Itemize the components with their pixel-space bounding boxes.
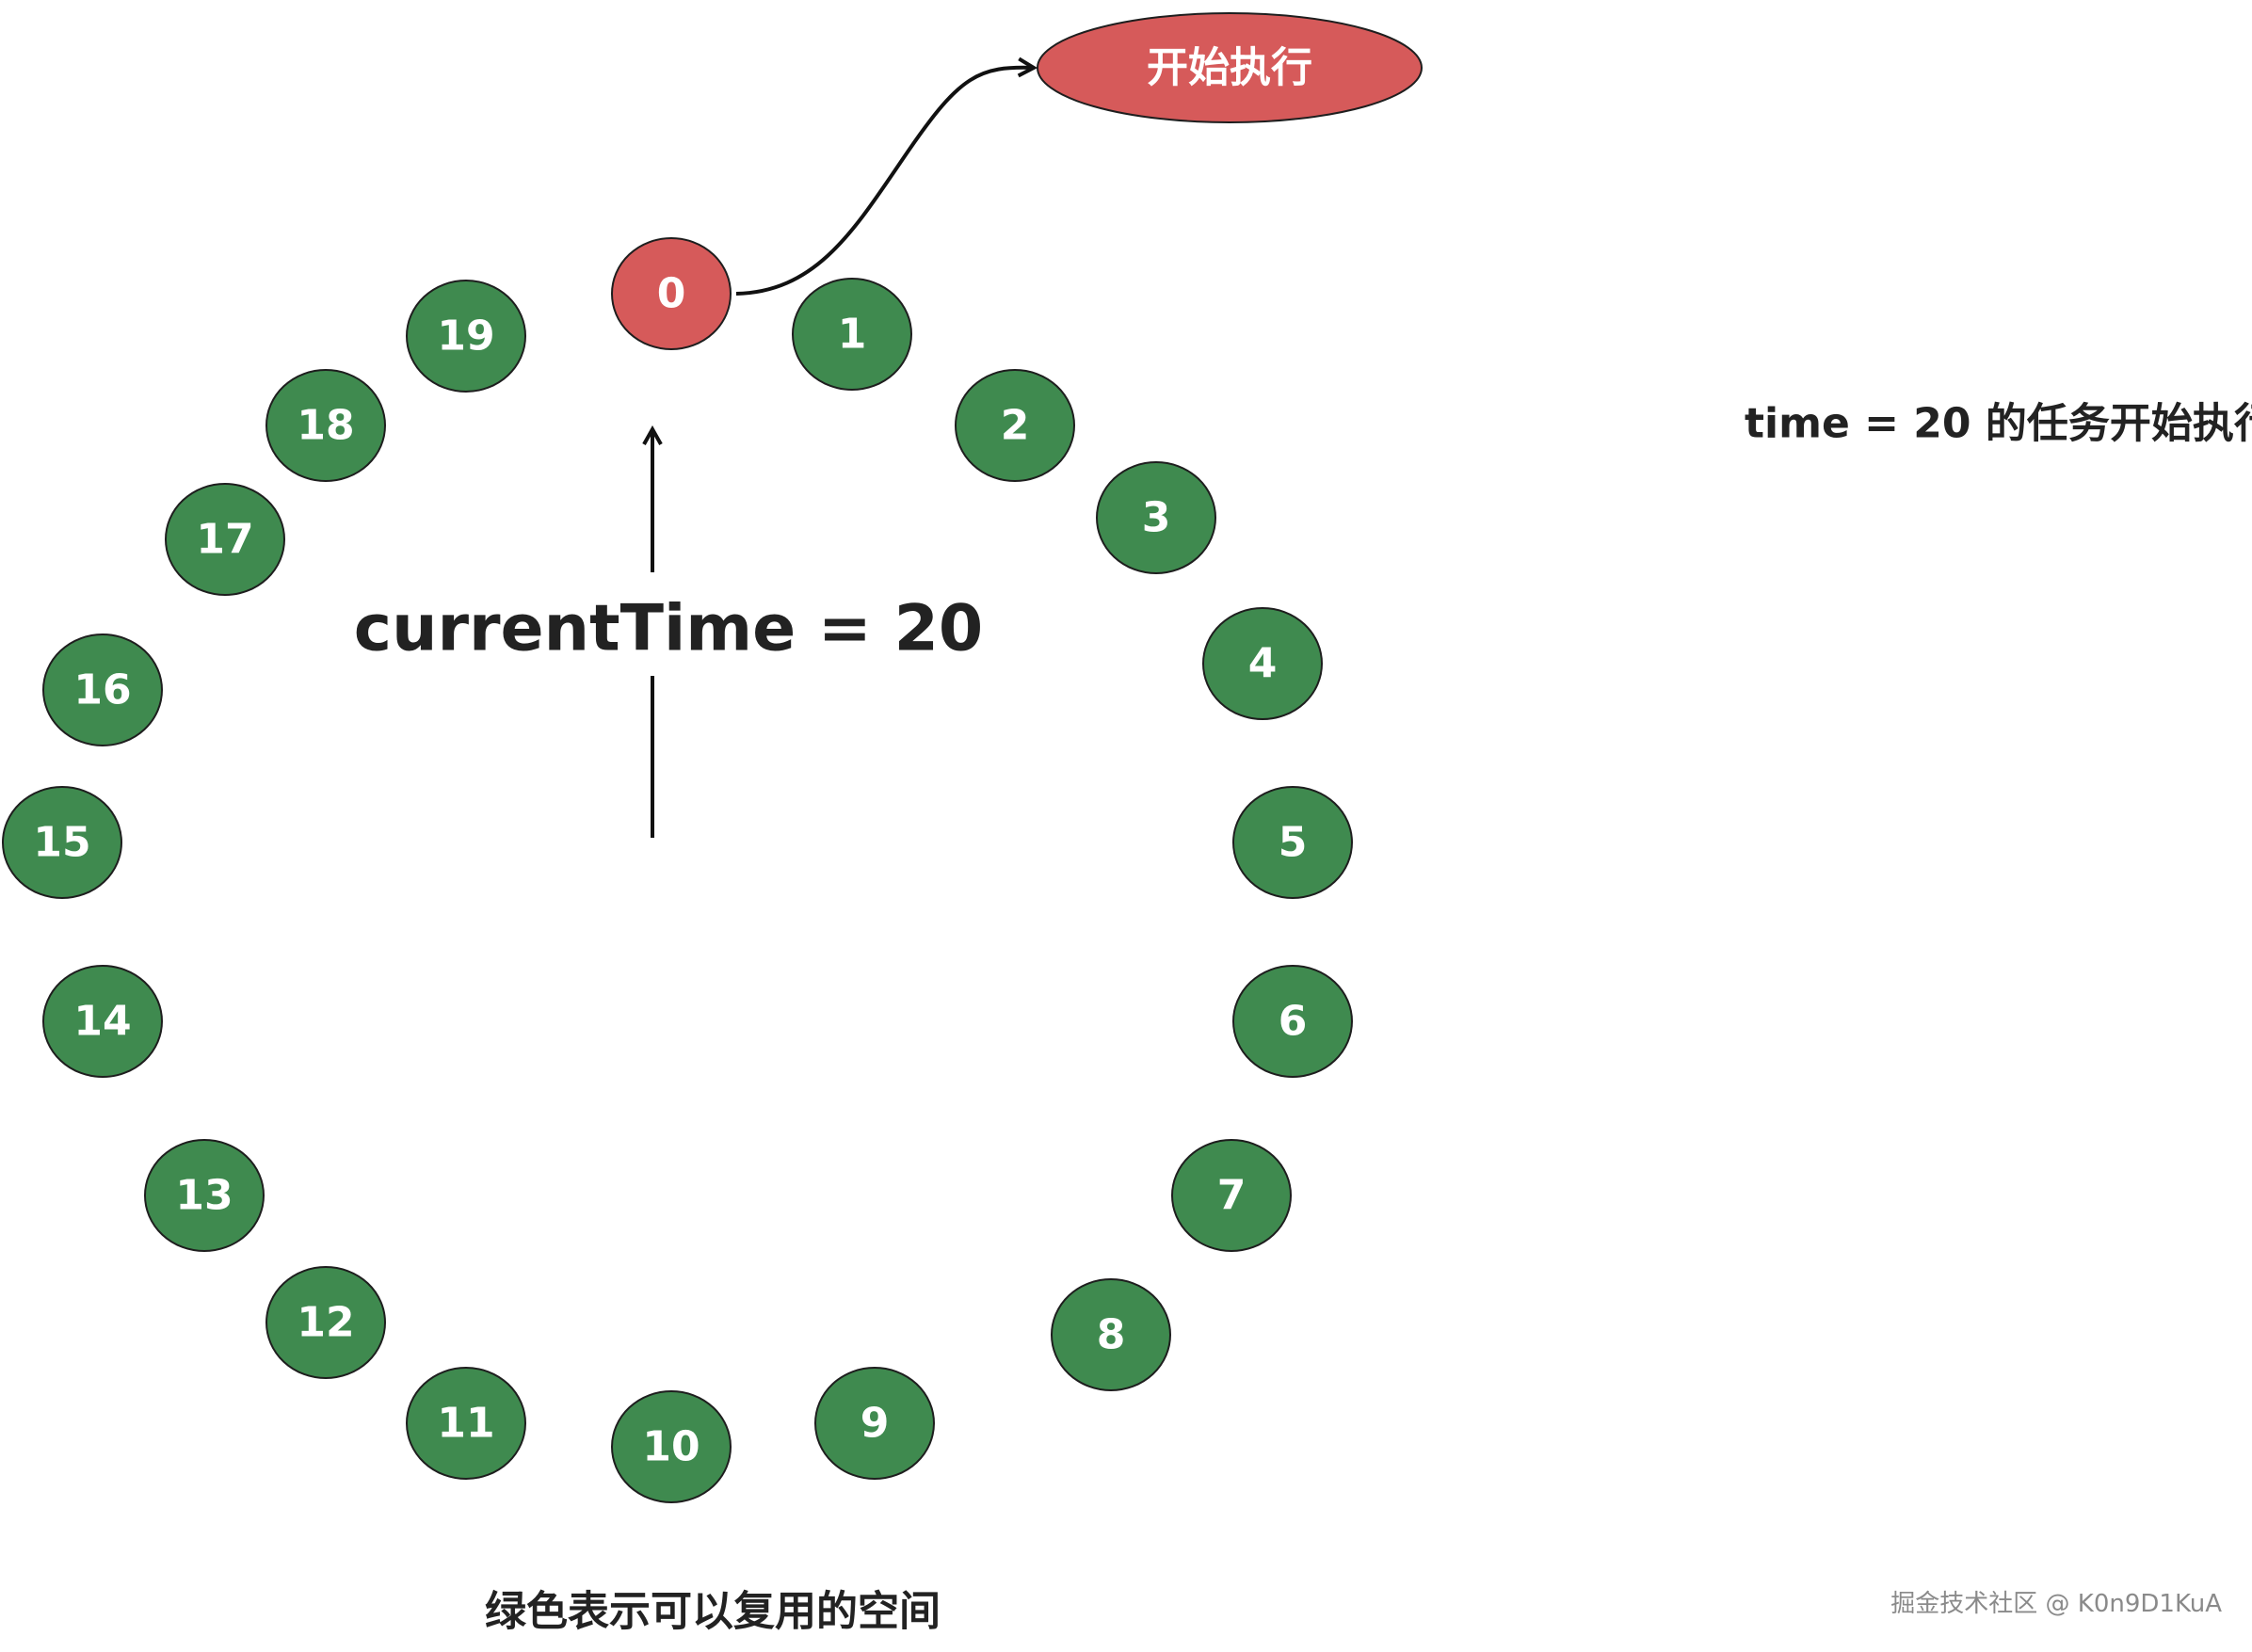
wheel-slot-label: 15 (33, 819, 90, 867)
wheel-slot-label: 10 (642, 1423, 700, 1471)
wheel-slot: 7 (1171, 1139, 1292, 1252)
wheel-slot-shape (792, 278, 912, 391)
wheel-slot: 1 (792, 278, 912, 391)
wheel-slot-label: 6 (1279, 998, 1308, 1046)
wheel-slot: 15 (2, 786, 122, 899)
wheel-slot: 13 (144, 1139, 265, 1252)
wheel-slot-shape (814, 1367, 935, 1480)
wheel-slot: 5 (1232, 786, 1353, 899)
wheel-slot-shape (1171, 1139, 1292, 1252)
wheel-slot: 18 (265, 369, 386, 482)
wheel-slot: 6 (1232, 965, 1353, 1078)
wheel-slot-label: 3 (1142, 494, 1171, 542)
wheel-slot-shape (955, 369, 1075, 482)
wheel-slot-shape (265, 1266, 386, 1379)
wheel-slot-shape (1202, 607, 1323, 720)
wheel-slot: 17 (165, 483, 285, 596)
caption: 绿色表示可以复用的空间 (485, 1588, 941, 1636)
wheel-slot: 4 (1202, 607, 1323, 720)
wheel-slot-label: 11 (437, 1400, 494, 1448)
wheel-slot-label: 8 (1097, 1311, 1126, 1359)
wheel-slot-shape (165, 483, 285, 596)
wheel-slot-label: 5 (1279, 819, 1308, 867)
wheel-slot-label: 17 (196, 516, 253, 564)
wheel-slot: 8 (1051, 1278, 1171, 1391)
current-time-pointer: currentTime = 20 (354, 429, 983, 838)
wheel-slot-label: 12 (297, 1299, 354, 1347)
wheel-slot: 12 (265, 1266, 386, 1379)
wheel-slot-shape (42, 634, 163, 746)
wheel-slot: 11 (406, 1367, 526, 1480)
wheel-slot-shape (406, 280, 526, 393)
wheel-slot-label: 2 (1001, 402, 1030, 450)
wheel-slot-label: 18 (297, 402, 354, 450)
current-time-label: currentTime = 20 (354, 592, 983, 666)
wheel-slot: 16 (42, 634, 163, 746)
wheel-slot-label: 9 (861, 1400, 890, 1448)
wheel-slot-label: 13 (175, 1172, 233, 1220)
wheel-slot-shape (406, 1367, 526, 1480)
wheel-slot: 14 (42, 965, 163, 1078)
wheel-slot-label: 1 (838, 311, 867, 359)
watermark: 掘金技术社区 @ K0n9D1KuA (1890, 1590, 2222, 1618)
wheel-slot-label: 16 (73, 666, 131, 714)
wheel-slot-shape (42, 965, 163, 1078)
wheel-slot-shape (1232, 965, 1353, 1078)
wheel-slot-label: 14 (73, 998, 131, 1046)
wheel-slot-label: 4 (1248, 640, 1278, 688)
execute-node: 开始执行 (1037, 12, 1423, 123)
wheel-slot-shape (1232, 786, 1353, 899)
wheel-slot-label: 7 (1217, 1172, 1247, 1220)
wheel-slot: 10 (611, 1390, 732, 1503)
side-note: time = 20 的任务开始执行 (1745, 400, 2252, 448)
wheel-slot-label: 0 (657, 270, 686, 318)
wheel-slot-shape (611, 1390, 732, 1503)
wheel-slot: 2 (955, 369, 1075, 482)
wheel-slot-shape (2, 786, 122, 899)
wheel-slot-label: 19 (437, 313, 494, 361)
wheel-slot: 9 (814, 1367, 935, 1480)
wheel-slot: 19 (406, 280, 526, 393)
wheel-slot-shape (144, 1139, 265, 1252)
execute-arrow (735, 68, 1034, 296)
wheel-slot: 3 (1096, 461, 1216, 574)
wheel-slot-shape (1096, 461, 1216, 574)
wheel-slot-shape (265, 369, 386, 482)
execute-node-label: 开始执行 (1147, 44, 1312, 92)
wheel-slot: 0 (611, 237, 732, 350)
wheel-slot-shape (1051, 1278, 1171, 1391)
wheel-slot-shape (611, 237, 732, 350)
